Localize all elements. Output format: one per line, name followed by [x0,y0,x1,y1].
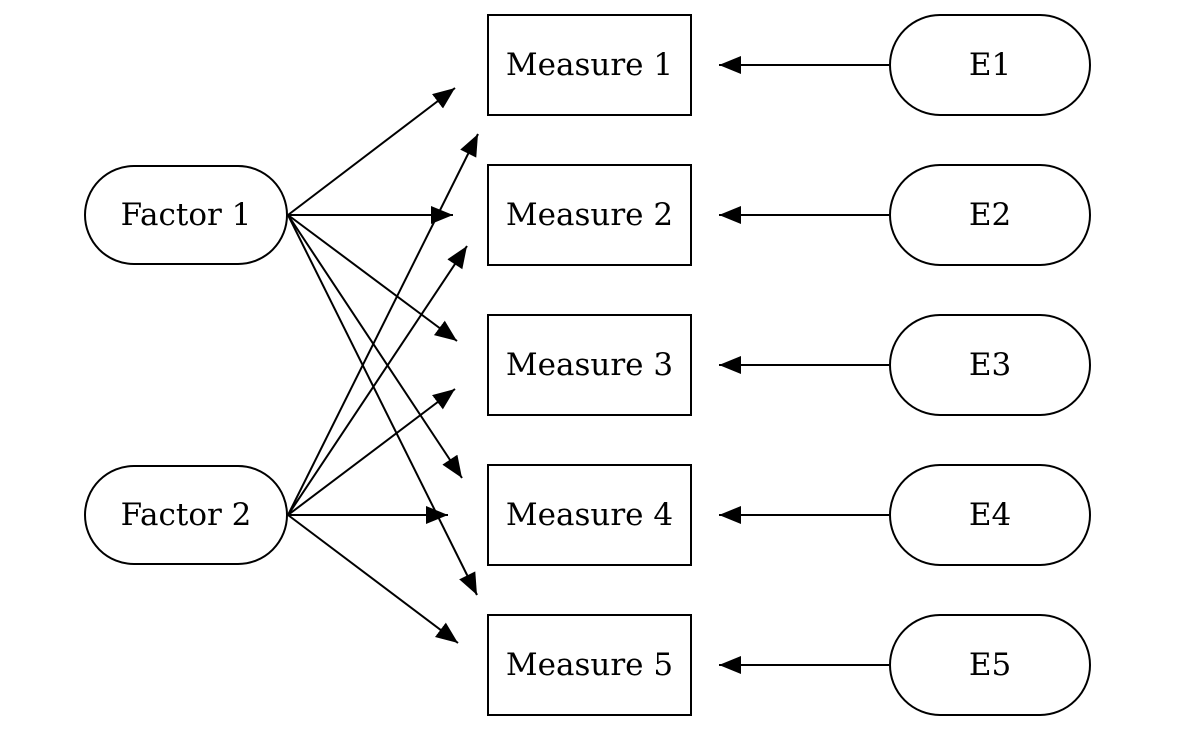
node-factor-2: Factor 2 [84,465,288,565]
node-measure-1: Measure 1 [487,14,692,116]
node-measure-5-label: Measure 5 [505,646,674,683]
node-measure-3-label: Measure 3 [505,346,674,383]
edge-factor2-measure1 [287,133,479,516]
node-error-5-label: E5 [968,646,1012,683]
node-factor-2-label: Factor 2 [120,496,252,533]
node-measure-2-label: Measure 2 [505,196,674,233]
edge-factor1-measure3 [287,214,458,342]
edge-factor2-measure2 [287,245,468,516]
node-error-1: E1 [889,14,1091,116]
node-error-3-label: E3 [968,346,1012,383]
node-factor-1-label: Factor 1 [120,196,252,233]
node-error-5: E5 [889,614,1091,716]
node-error-3: E3 [889,314,1091,416]
node-error-4-label: E4 [968,496,1012,533]
edge-factor2-measure3 [287,388,456,516]
node-measure-2: Measure 2 [487,164,692,266]
edge-factor1-measure5 [287,214,478,596]
node-error-2: E2 [889,164,1091,266]
node-measure-4: Measure 4 [487,464,692,566]
node-measure-3: Measure 3 [487,314,692,416]
node-error-2-label: E2 [968,196,1012,233]
node-measure-5: Measure 5 [487,614,692,716]
edge-factor1-measure4 [287,214,463,479]
node-error-1-label: E1 [968,46,1012,83]
node-factor-1: Factor 1 [84,165,288,265]
node-measure-1-label: Measure 1 [505,46,674,83]
edge-factor2-measure5 [287,514,459,644]
node-measure-4-label: Measure 4 [505,496,674,533]
node-error-4: E4 [889,464,1091,566]
edge-factor1-measure1 [287,87,456,216]
